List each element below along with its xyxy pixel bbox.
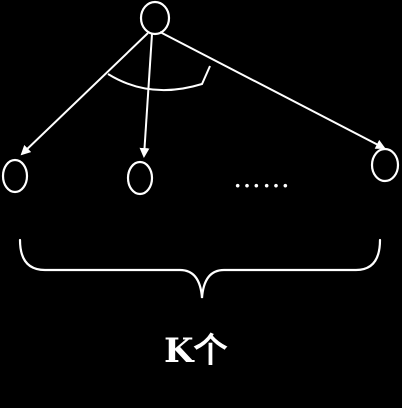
- edge-to-child-k: [159, 31, 386, 149]
- child-node-1: [1, 158, 29, 194]
- child-node-2: [126, 160, 154, 196]
- angle-arc: [107, 65, 211, 92]
- ellipsis: ……: [233, 161, 291, 194]
- child-node-k: [370, 147, 400, 183]
- edge-to-child-1: [20, 32, 149, 156]
- root-node: [139, 0, 171, 36]
- edge-to-child-2: [139, 33, 153, 158]
- curly-brace: [18, 238, 382, 299]
- brace-label: K个: [164, 331, 228, 371]
